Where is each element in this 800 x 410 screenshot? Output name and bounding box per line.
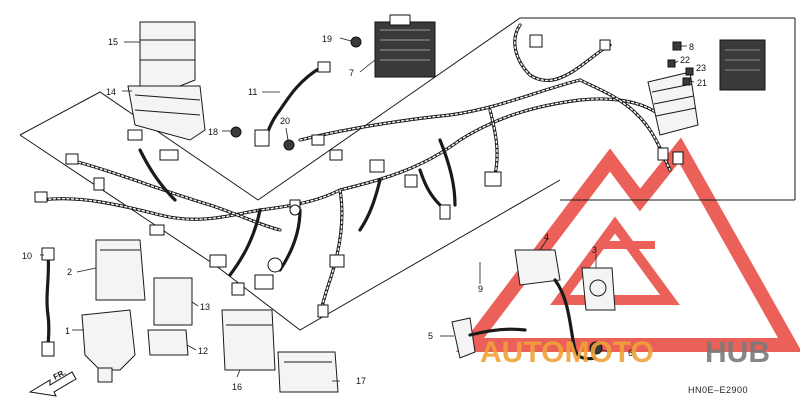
part-11-sub-harness bbox=[254, 61, 331, 147]
part-3-rubber bbox=[581, 267, 616, 311]
part-13-relay bbox=[153, 277, 193, 326]
callout-10: 10 bbox=[22, 251, 32, 261]
callout-3: 3 bbox=[592, 245, 597, 255]
callout-15: 15 bbox=[108, 37, 118, 47]
callout-22: 22 bbox=[680, 55, 690, 65]
part-20-bolt bbox=[283, 139, 295, 151]
harness-connectors bbox=[34, 34, 684, 318]
part-17-cover bbox=[277, 351, 339, 393]
part-12-cover bbox=[147, 329, 189, 356]
watermark-automoto: AUTOMOTO bbox=[480, 336, 654, 369]
callout-9: 9 bbox=[478, 284, 483, 294]
callout-19: 19 bbox=[322, 34, 332, 44]
watermark-logo bbox=[455, 137, 800, 352]
part-4-relay bbox=[514, 249, 597, 361]
callout-1: 1 bbox=[65, 326, 70, 336]
callout-14: 14 bbox=[106, 87, 116, 97]
part-14-cover bbox=[127, 85, 206, 141]
part-10-sensor-lead bbox=[41, 247, 55, 357]
callout-12: 12 bbox=[198, 346, 208, 356]
part-2-unit bbox=[95, 239, 146, 301]
fuse-box bbox=[647, 71, 699, 136]
callout-11: 11 bbox=[248, 87, 257, 97]
part-5-cap bbox=[451, 317, 527, 359]
callout-7: 7 bbox=[349, 68, 354, 78]
part-22-fuse bbox=[667, 59, 676, 68]
part-19-bolt bbox=[350, 36, 362, 48]
callout-17: 17 bbox=[356, 376, 366, 386]
part-18-bolt bbox=[230, 126, 242, 138]
diagram-code: HN0E–E2900 bbox=[688, 385, 748, 395]
part-6-nut bbox=[589, 341, 603, 355]
front-direction-arrow: FR. bbox=[28, 368, 77, 397]
callout-18: 18 bbox=[208, 127, 218, 137]
part-15-control-unit bbox=[139, 21, 196, 87]
part-8-fuse bbox=[672, 41, 682, 51]
callout-13: 13 bbox=[200, 302, 210, 312]
part-21-fuse bbox=[682, 77, 691, 86]
callout-6: 6 bbox=[628, 348, 633, 358]
fuse-box-cover bbox=[719, 39, 766, 91]
part-1-rubber-mount bbox=[81, 309, 136, 383]
callout-23: 23 bbox=[696, 63, 706, 73]
watermark-hub: HUB bbox=[705, 336, 770, 369]
callout-2: 2 bbox=[67, 267, 72, 277]
part-7-regulator bbox=[374, 14, 436, 78]
callout-labels: 1 2 3 4 5 6 7 8 9 10 11 12 13 14 15 16 1… bbox=[22, 34, 707, 392]
watermark-text: AUTOMOTO HUB bbox=[480, 336, 770, 369]
callout-5: 5 bbox=[428, 331, 433, 341]
callout-16: 16 bbox=[232, 382, 242, 392]
callout-8: 8 bbox=[689, 42, 694, 52]
part-16-unit bbox=[221, 309, 276, 371]
wire-harness bbox=[38, 23, 672, 317]
callout-20: 20 bbox=[280, 116, 290, 126]
callout-21: 21 bbox=[697, 78, 707, 88]
leader-lines bbox=[40, 37, 695, 382]
part-23-fuse bbox=[685, 67, 694, 76]
callout-4: 4 bbox=[544, 232, 549, 242]
